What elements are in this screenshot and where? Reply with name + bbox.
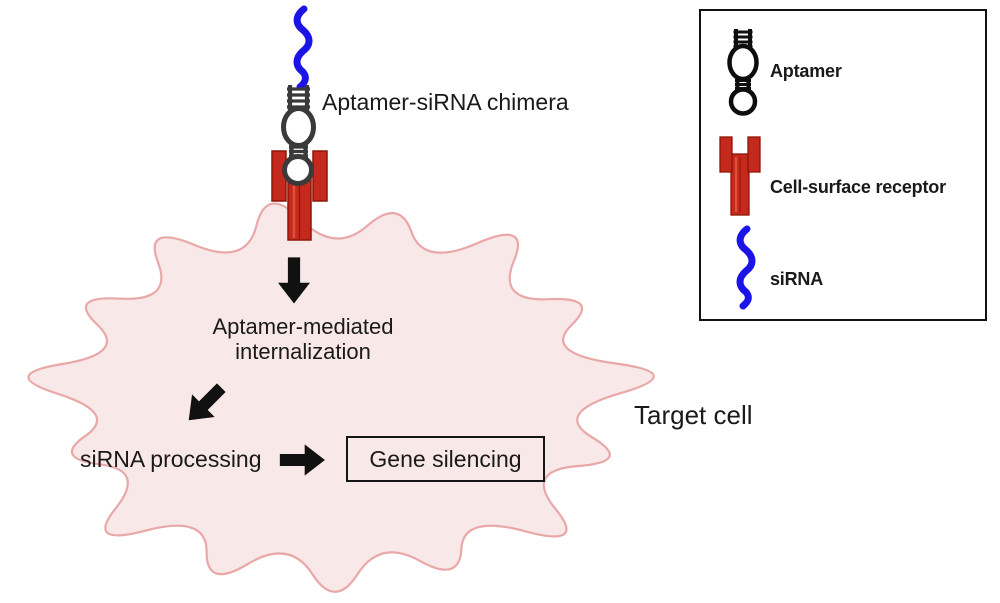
legend-label-receptor: Cell-surface receptor xyxy=(770,177,946,197)
sirna-graphic xyxy=(293,5,313,91)
legend-label-sirna: siRNA xyxy=(770,269,824,289)
receptor-right-arm xyxy=(312,150,328,202)
sirna-icon xyxy=(736,225,756,310)
internalization-label: Aptamer-mediated internalization xyxy=(173,314,433,364)
aptamer-loop xyxy=(281,106,316,148)
target-cell-label: Target cell xyxy=(634,400,753,430)
legend-box xyxy=(699,9,987,321)
internalization-line2: internalization xyxy=(235,339,371,364)
target-cell-shape xyxy=(27,202,655,593)
internalization-line1: Aptamer-mediated xyxy=(212,314,394,339)
receptor-icon xyxy=(719,136,761,216)
gene-silencing-box: Gene silencing xyxy=(346,436,545,482)
legend-label-aptamer: Aptamer xyxy=(770,61,842,81)
chimera-label: Aptamer-siRNA chimera xyxy=(322,89,569,115)
gene-silencing-label: Gene silencing xyxy=(369,445,522,472)
processing-label: siRNA processing xyxy=(80,446,262,472)
aptamer-icon xyxy=(727,29,759,116)
aptamer-end-loop xyxy=(282,154,314,186)
aptamer-graphic xyxy=(281,85,316,186)
